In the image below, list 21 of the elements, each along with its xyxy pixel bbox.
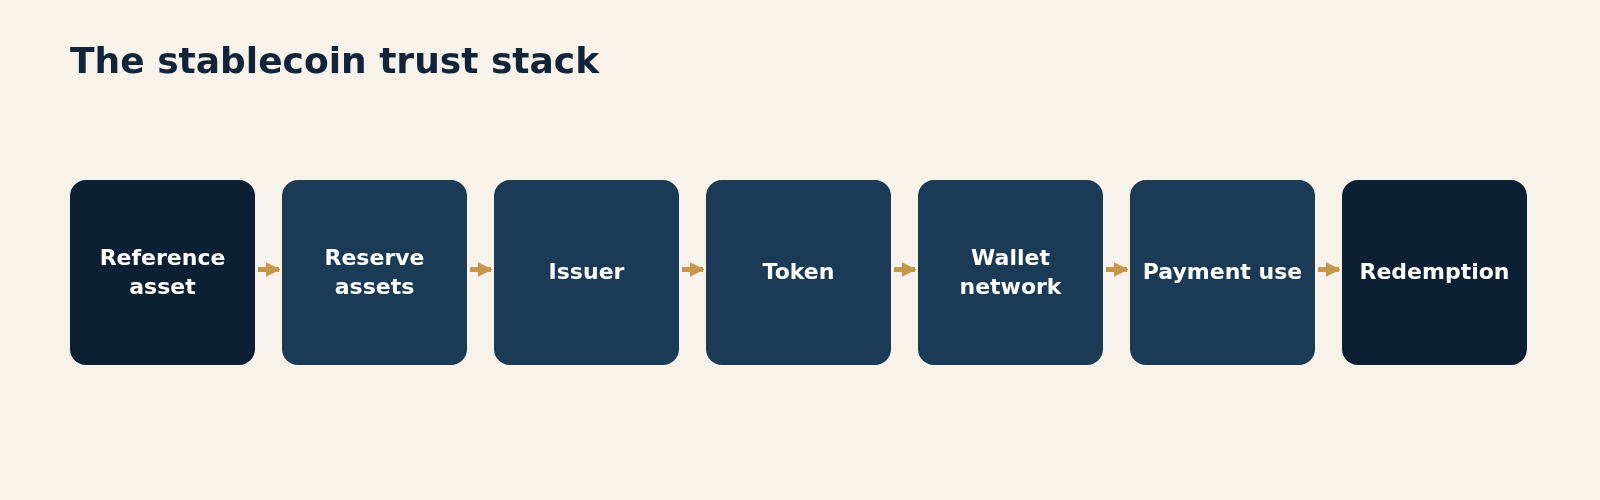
process-box bbox=[494, 180, 679, 365]
process-box bbox=[1130, 180, 1315, 365]
box-label: Reference asset bbox=[98, 243, 227, 301]
arrow bbox=[894, 262, 917, 277]
process-box bbox=[282, 180, 467, 365]
process-box bbox=[706, 180, 891, 365]
box-label: Reserve assets bbox=[323, 243, 426, 301]
box-label: Payment use bbox=[1142, 258, 1303, 287]
arrow bbox=[682, 262, 705, 277]
diagram-title: The stablecoin trust stack bbox=[70, 40, 600, 81]
box-label: Token bbox=[762, 258, 835, 287]
arrow bbox=[1318, 262, 1341, 277]
process-box bbox=[70, 180, 255, 365]
process-box bbox=[1342, 180, 1527, 365]
arrow bbox=[258, 262, 281, 277]
box-label: Issuer bbox=[548, 258, 625, 287]
box-label: Wallet network bbox=[958, 243, 1063, 301]
process-box bbox=[918, 180, 1103, 365]
arrow bbox=[1106, 262, 1129, 277]
box-label: Redemption bbox=[1359, 258, 1510, 287]
arrow bbox=[470, 262, 493, 277]
